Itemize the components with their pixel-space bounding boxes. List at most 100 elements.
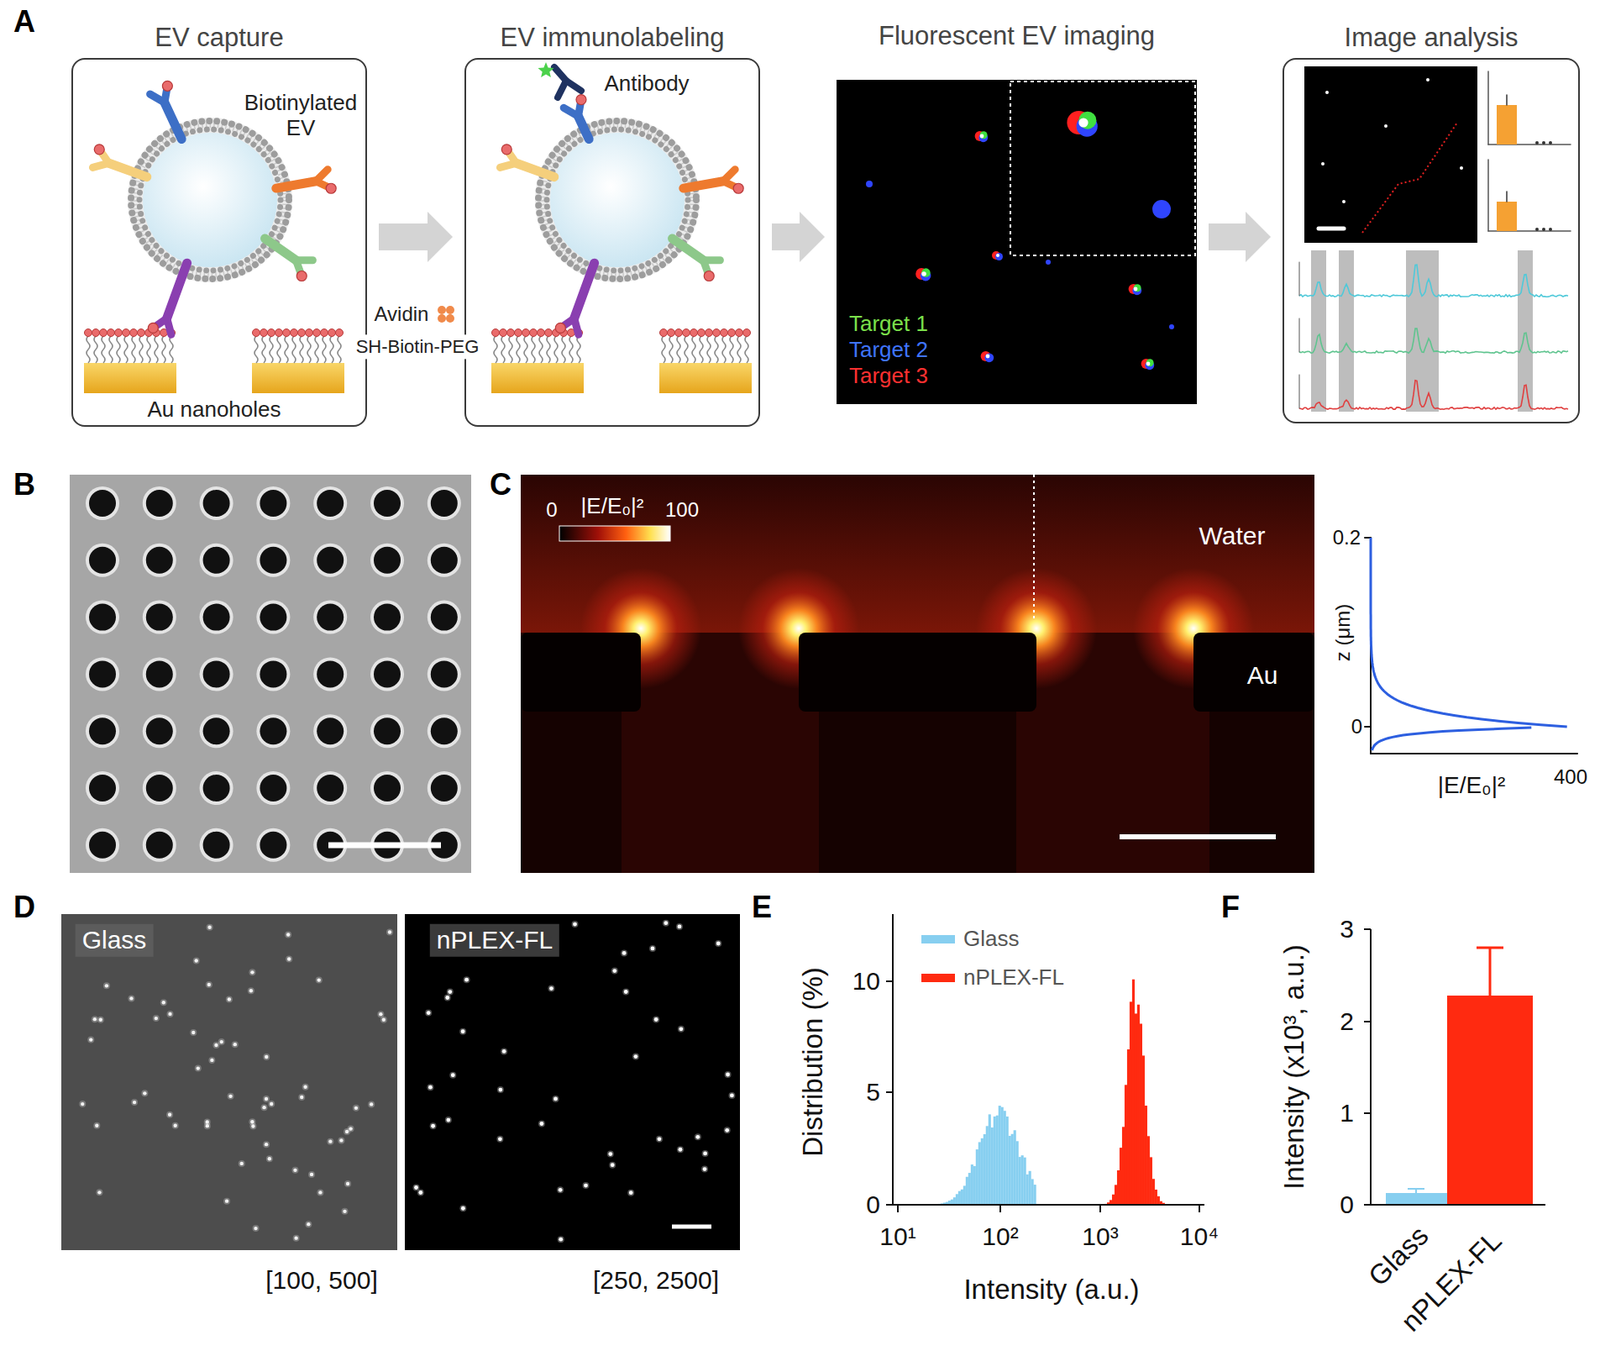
ev-spot bbox=[611, 967, 619, 975]
figure-label: 10² bbox=[981, 1222, 1018, 1252]
nanohole bbox=[430, 717, 458, 745]
ev-spot bbox=[1169, 324, 1175, 330]
figure-label: 2 bbox=[1339, 1007, 1354, 1037]
receptor-stem bbox=[167, 262, 188, 319]
nanohole bbox=[259, 603, 287, 631]
ev-spot bbox=[172, 1122, 179, 1129]
hole-rim bbox=[142, 713, 177, 748]
ev-spot bbox=[94, 1123, 99, 1128]
mini-bar bbox=[1496, 104, 1517, 145]
ev-spot bbox=[267, 1100, 275, 1107]
ev-spot bbox=[430, 1123, 436, 1128]
nanohole bbox=[430, 660, 458, 688]
error-bar bbox=[1407, 1187, 1425, 1190]
fluor-star bbox=[538, 62, 555, 78]
ev-spot bbox=[247, 986, 255, 994]
biotin-dot bbox=[522, 329, 530, 337]
panel-letter: E bbox=[751, 889, 772, 924]
nanohole bbox=[203, 774, 231, 802]
figure-label: |E/E₀|² bbox=[1437, 771, 1506, 799]
hole-rim bbox=[427, 600, 462, 635]
figure-label: Antibody bbox=[603, 71, 689, 97]
lipid-heads bbox=[546, 129, 688, 271]
figure-label: Biotinylated EV bbox=[237, 90, 364, 142]
panel-letter: A bbox=[13, 4, 36, 39]
ev-spot bbox=[206, 923, 214, 931]
ev-spot bbox=[1133, 287, 1139, 292]
hole-rim bbox=[142, 828, 177, 862]
biotin-dot bbox=[115, 329, 123, 337]
biotin-dot bbox=[305, 329, 314, 337]
peg-chain bbox=[569, 335, 573, 363]
ev-spot bbox=[93, 1017, 97, 1021]
nanohole bbox=[373, 546, 401, 574]
ev-spot bbox=[608, 1161, 616, 1169]
nanohole bbox=[146, 774, 174, 802]
figure-label: Water bbox=[1199, 521, 1266, 551]
biotin-dot bbox=[555, 322, 566, 333]
biotin-dot bbox=[122, 329, 131, 337]
ev-spot bbox=[132, 1100, 137, 1104]
biotin-dot bbox=[660, 329, 668, 337]
ev-spot bbox=[676, 1145, 684, 1153]
ev-spot bbox=[248, 1117, 256, 1125]
biotin-dot bbox=[514, 329, 523, 337]
ev-spot bbox=[253, 1226, 258, 1230]
nanohole bbox=[89, 660, 116, 688]
hole-rim bbox=[427, 543, 462, 578]
figure-label: 5 bbox=[865, 1077, 881, 1107]
peg-chain bbox=[546, 335, 551, 363]
ev-spot bbox=[218, 1038, 226, 1045]
inset-frame bbox=[1010, 81, 1196, 256]
nanohole bbox=[203, 489, 231, 517]
ev-spot bbox=[293, 1234, 300, 1242]
peg-chain bbox=[729, 335, 734, 363]
avidin-icon bbox=[445, 314, 455, 323]
ev-spot bbox=[194, 958, 198, 962]
peak-band bbox=[1311, 250, 1327, 412]
biotin-dot bbox=[735, 329, 744, 337]
hist-bar bbox=[978, 1141, 981, 1205]
avidin-icon bbox=[437, 305, 446, 315]
ev-spot bbox=[461, 1206, 466, 1211]
nanohole bbox=[373, 717, 401, 745]
ev-spot bbox=[340, 1207, 348, 1215]
ev-spot bbox=[298, 1093, 305, 1101]
ev-spot bbox=[1078, 117, 1088, 127]
figure-label: 3 bbox=[1339, 914, 1354, 945]
ev-spot bbox=[220, 1039, 224, 1044]
hist-bar bbox=[1152, 1178, 1155, 1205]
ev-spot bbox=[251, 1224, 259, 1232]
nanohole bbox=[203, 831, 231, 859]
hist-bar bbox=[1137, 1004, 1140, 1205]
ev-spot bbox=[986, 354, 991, 359]
flow-arrow bbox=[771, 211, 825, 263]
hole-rim bbox=[85, 600, 120, 635]
nanohole bbox=[203, 717, 231, 745]
mini-dot bbox=[1542, 227, 1546, 231]
figure-label: z (μm) bbox=[1331, 603, 1355, 661]
biotin-dot bbox=[296, 270, 307, 281]
peg-chain bbox=[269, 335, 273, 363]
biotin-dot bbox=[576, 94, 587, 105]
hole-rim bbox=[427, 486, 462, 520]
nanohole bbox=[430, 603, 458, 631]
ev-spot bbox=[264, 1142, 268, 1146]
ev-spot bbox=[317, 977, 321, 981]
peg-chain bbox=[508, 335, 513, 363]
peg-chain bbox=[139, 335, 143, 363]
ev-spot bbox=[167, 1012, 172, 1016]
nanohole bbox=[89, 546, 116, 574]
ev-spot bbox=[326, 1138, 334, 1145]
ev-spot bbox=[302, 1083, 310, 1091]
hist-bar bbox=[1028, 1170, 1032, 1205]
biotin-dot bbox=[675, 329, 683, 337]
ev-spot bbox=[1146, 361, 1151, 367]
hole-rim bbox=[142, 486, 177, 520]
plot-axis bbox=[1369, 928, 1372, 1205]
biotin-dot bbox=[84, 329, 93, 337]
ev-spot bbox=[729, 1093, 735, 1098]
ev-spot bbox=[154, 1016, 158, 1020]
hist-bar bbox=[983, 1133, 987, 1205]
peg-chain bbox=[299, 335, 304, 363]
